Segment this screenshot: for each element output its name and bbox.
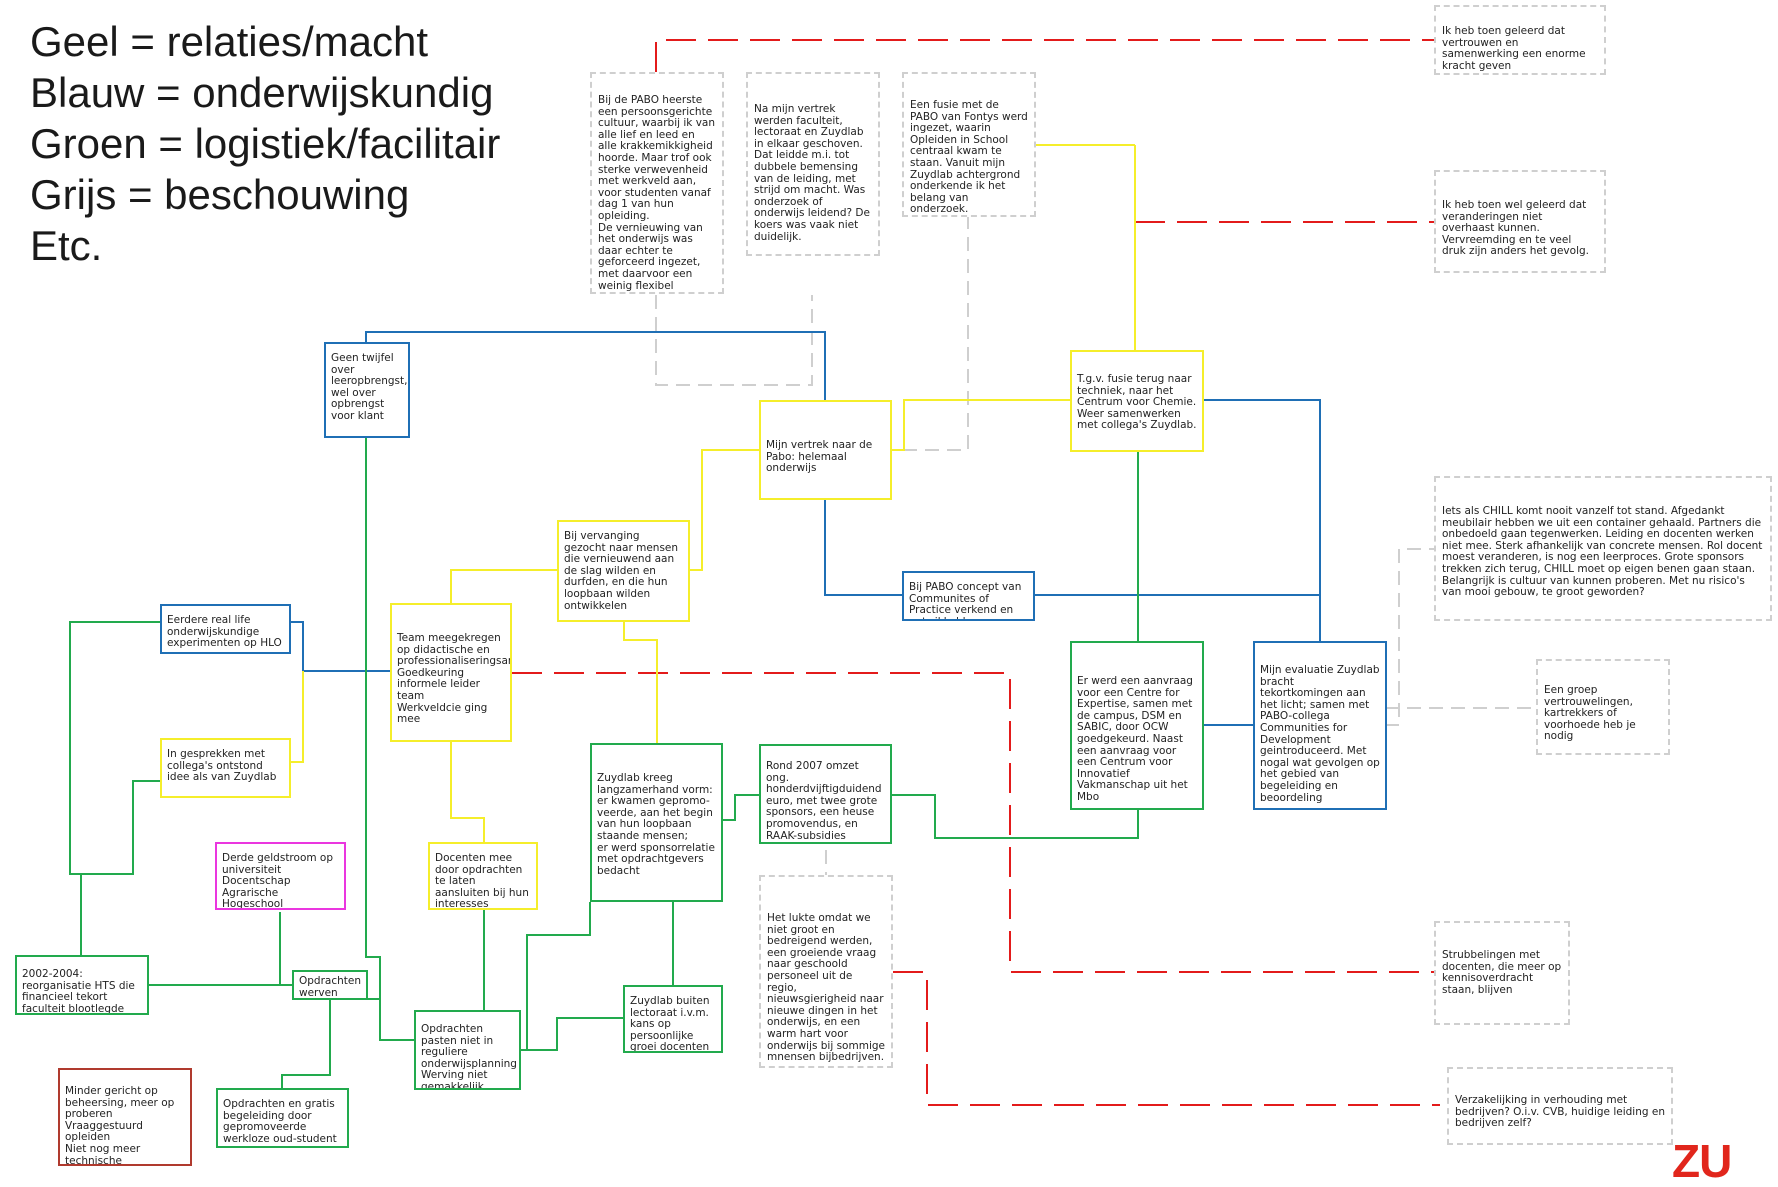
connector-yellow <box>291 671 304 763</box>
connector-blue <box>1203 399 1321 641</box>
legend-grey: Grijs = beschouwing <box>30 171 410 218</box>
note-veranderingen: Ik heb toen wel geleerd dat veranderinge… <box>1434 170 1606 273</box>
legend-green: Groen = logistiek/facilitair <box>30 120 501 167</box>
node-zuydlab-kreeg: Zuydlab kreeg langzamerhand vorm: er kwa… <box>590 743 723 902</box>
note-chill: Iets als CHILL komt nooit vanzelf tot st… <box>1434 476 1772 621</box>
node-aanvraag: Er werd een aanvraag voor een Centre for… <box>1070 641 1204 810</box>
note-fusie-pabo: Een fusie met de PABO van Fontys werd in… <box>902 72 1036 217</box>
note-pabo-cultuur: Bij de PABO heerste een persoonsgerichte… <box>590 72 724 294</box>
connector-green <box>521 1017 623 1051</box>
connector-grey <box>892 215 969 451</box>
connector-green <box>281 999 331 1088</box>
legend-etc: Etc. <box>30 222 103 269</box>
connector-green <box>365 438 414 1041</box>
note-groep: Een groep vertrouwelingen, kartrekkers o… <box>1536 659 1670 755</box>
node-evaluatie: Mijn evaluatie Zuydlab bracht tekortkomi… <box>1253 641 1387 810</box>
node-fusie-terug: T.g.v. fusie terug naar techniek, naar h… <box>1070 350 1204 452</box>
node-team: Team meegekregen op didactische en profe… <box>390 603 512 742</box>
node-minder-gericht: Minder gericht op beheersing, meer op pr… <box>58 1068 192 1166</box>
connector-red <box>512 672 1434 973</box>
connector-grey <box>655 295 813 386</box>
node-pabo-concept: Bij PABO concept van Communites of Pract… <box>902 571 1035 621</box>
note-lukte: Het lukte omdat we niet groot en bedreig… <box>759 875 893 1068</box>
node-opdrachten-pasten: Opdrachten pasten niet in reguliere onde… <box>414 1010 521 1090</box>
connector-green <box>892 794 1139 839</box>
connector-grey <box>1385 548 1434 726</box>
node-opdrachten-werven: Opdrachten werven <box>292 970 368 1000</box>
legend-yellow: Geel = relaties/macht <box>30 18 429 65</box>
connector-red <box>893 971 1440 1106</box>
connector-yellow <box>450 742 485 842</box>
connector-blue <box>365 331 826 400</box>
legend-blue: Blauw = onderwijskundig <box>30 69 494 116</box>
node-vertrek-pabo: Mijn vertrek naar de Pabo: helemaal onde… <box>759 400 892 500</box>
connector-yellow <box>690 449 759 571</box>
connector-yellow <box>450 569 557 603</box>
note-verzakelijking: Verzakelijking in verhouding met bedrijv… <box>1447 1067 1673 1145</box>
connector-red <box>655 39 1434 72</box>
node-rond-2007: Rond 2007 omzet ong. honderdvijftigduide… <box>759 744 892 844</box>
connector-green <box>69 621 160 955</box>
node-gesprekken: In gesprekken met collega's ontstond ide… <box>160 738 291 798</box>
note-strubbelingen: Strubbelingen met docenten, die meer op … <box>1434 921 1570 1025</box>
connector-blue <box>824 500 902 596</box>
connector-green <box>81 780 160 875</box>
node-geen-twijfel: Geen twijfel over leeropbrengst, wel ove… <box>324 342 410 438</box>
node-docenten-mee: Docenten mee door opdrachten te laten aa… <box>428 842 538 910</box>
connector-yellow <box>623 622 658 743</box>
brand-logo: ZU <box>1672 1135 1732 1187</box>
node-gratis-begeleiding: Opdrachten en gratis begeleiding door ge… <box>216 1088 349 1148</box>
node-buiten-lectoraat: Zuydlab buiten lectoraat i.v.m. kans op … <box>623 985 723 1053</box>
color-legend: Geel = relaties/macht Blauw = onderwijsk… <box>30 16 500 271</box>
connector-red <box>1134 180 1434 223</box>
note-vertrouwen: Ik heb toen geleerd dat vertrouwen en sa… <box>1434 5 1606 75</box>
connector-green <box>521 902 591 1051</box>
node-reorganisatie: 2002-2004: reorganisatie HTS die financi… <box>15 955 149 1015</box>
connector-green <box>723 794 759 821</box>
node-derde-geldstroom: Derde geldstroom op universiteit Docents… <box>215 842 346 910</box>
connector-yellow <box>892 399 1070 451</box>
node-vervanging: Bij vervanging gezocht naar mensen die v… <box>557 520 690 622</box>
note-na-vertrek: Na mijn vertrek werden faculteit, lector… <box>746 72 880 256</box>
node-eerdere: Eerdere real life onderwijskundige exper… <box>160 604 291 654</box>
connector-blue <box>291 621 390 672</box>
